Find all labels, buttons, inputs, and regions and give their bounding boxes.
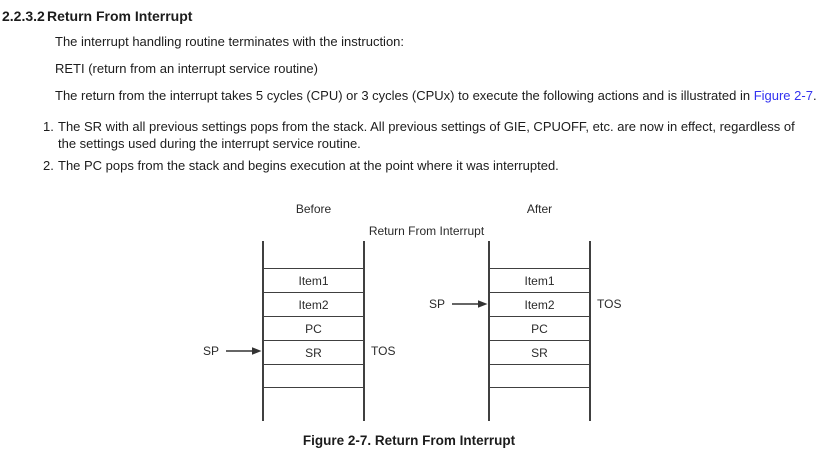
sp-label: SP — [202, 344, 219, 358]
stack-before: Item1 Item2 PC SR — [262, 241, 365, 421]
before-label: Before — [295, 202, 332, 216]
list-item-number: 2. — [43, 158, 54, 173]
stack-row: SR — [490, 340, 589, 364]
figure-2-7-link[interactable]: Figure 2-7 — [753, 88, 813, 103]
paragraph-cycles-text: The return from the interrupt takes 5 cy… — [55, 88, 754, 103]
list-item-text: The PC pops from the stack and begins ex… — [58, 158, 559, 173]
stack-row: Item2 — [264, 292, 363, 316]
list-item-text: The SR with all previous settings pops f… — [58, 119, 795, 151]
section-number: 2.2.3.2 — [2, 8, 45, 24]
list-item: 2. The PC pops from the stack and begins… — [43, 157, 821, 174]
paragraph-cycles: The return from the interrupt takes 5 cy… — [55, 88, 827, 104]
right-arrow-icon — [226, 347, 262, 355]
stack-before-rows: Item1 Item2 PC SR — [264, 268, 363, 388]
stack-row-empty — [264, 364, 363, 388]
stack-after: Item1 Item2 PC SR — [488, 241, 591, 421]
tos-label-after: TOS — [597, 297, 622, 311]
stack-row: Item1 — [264, 268, 363, 292]
paragraph-reti: RETI (return from an interrupt service r… — [55, 61, 318, 76]
stack-row: PC — [490, 316, 589, 340]
numbered-list: 1. The SR with all previous settings pop… — [43, 118, 821, 174]
sp-label: SP — [428, 297, 445, 311]
sp-pointer-before: SP — [195, 343, 262, 359]
list-item: 1. The SR with all previous settings pop… — [43, 118, 821, 152]
stack-row: Item1 — [490, 268, 589, 292]
stack-after-rows: Item1 Item2 PC SR — [490, 268, 589, 388]
sp-pointer-after: SP — [421, 296, 488, 312]
figure-caption: Figure 2-7. Return From Interrupt — [302, 433, 516, 448]
paragraph-intro: The interrupt handling routine terminate… — [55, 34, 405, 49]
stack-row: PC — [264, 316, 363, 340]
stack-row-empty — [490, 364, 589, 388]
tos-label-before: TOS — [371, 344, 396, 358]
right-arrow-icon — [452, 300, 488, 308]
stack-row: Item2 — [490, 292, 589, 316]
paragraph-cycles-period: . — [812, 88, 817, 103]
list-item-number: 1. — [43, 119, 54, 134]
stack-row: SR — [264, 340, 363, 364]
transition-label: Return From Interrupt — [368, 224, 485, 238]
section-title: Return From Interrupt — [47, 8, 193, 24]
after-label: After — [526, 202, 553, 216]
